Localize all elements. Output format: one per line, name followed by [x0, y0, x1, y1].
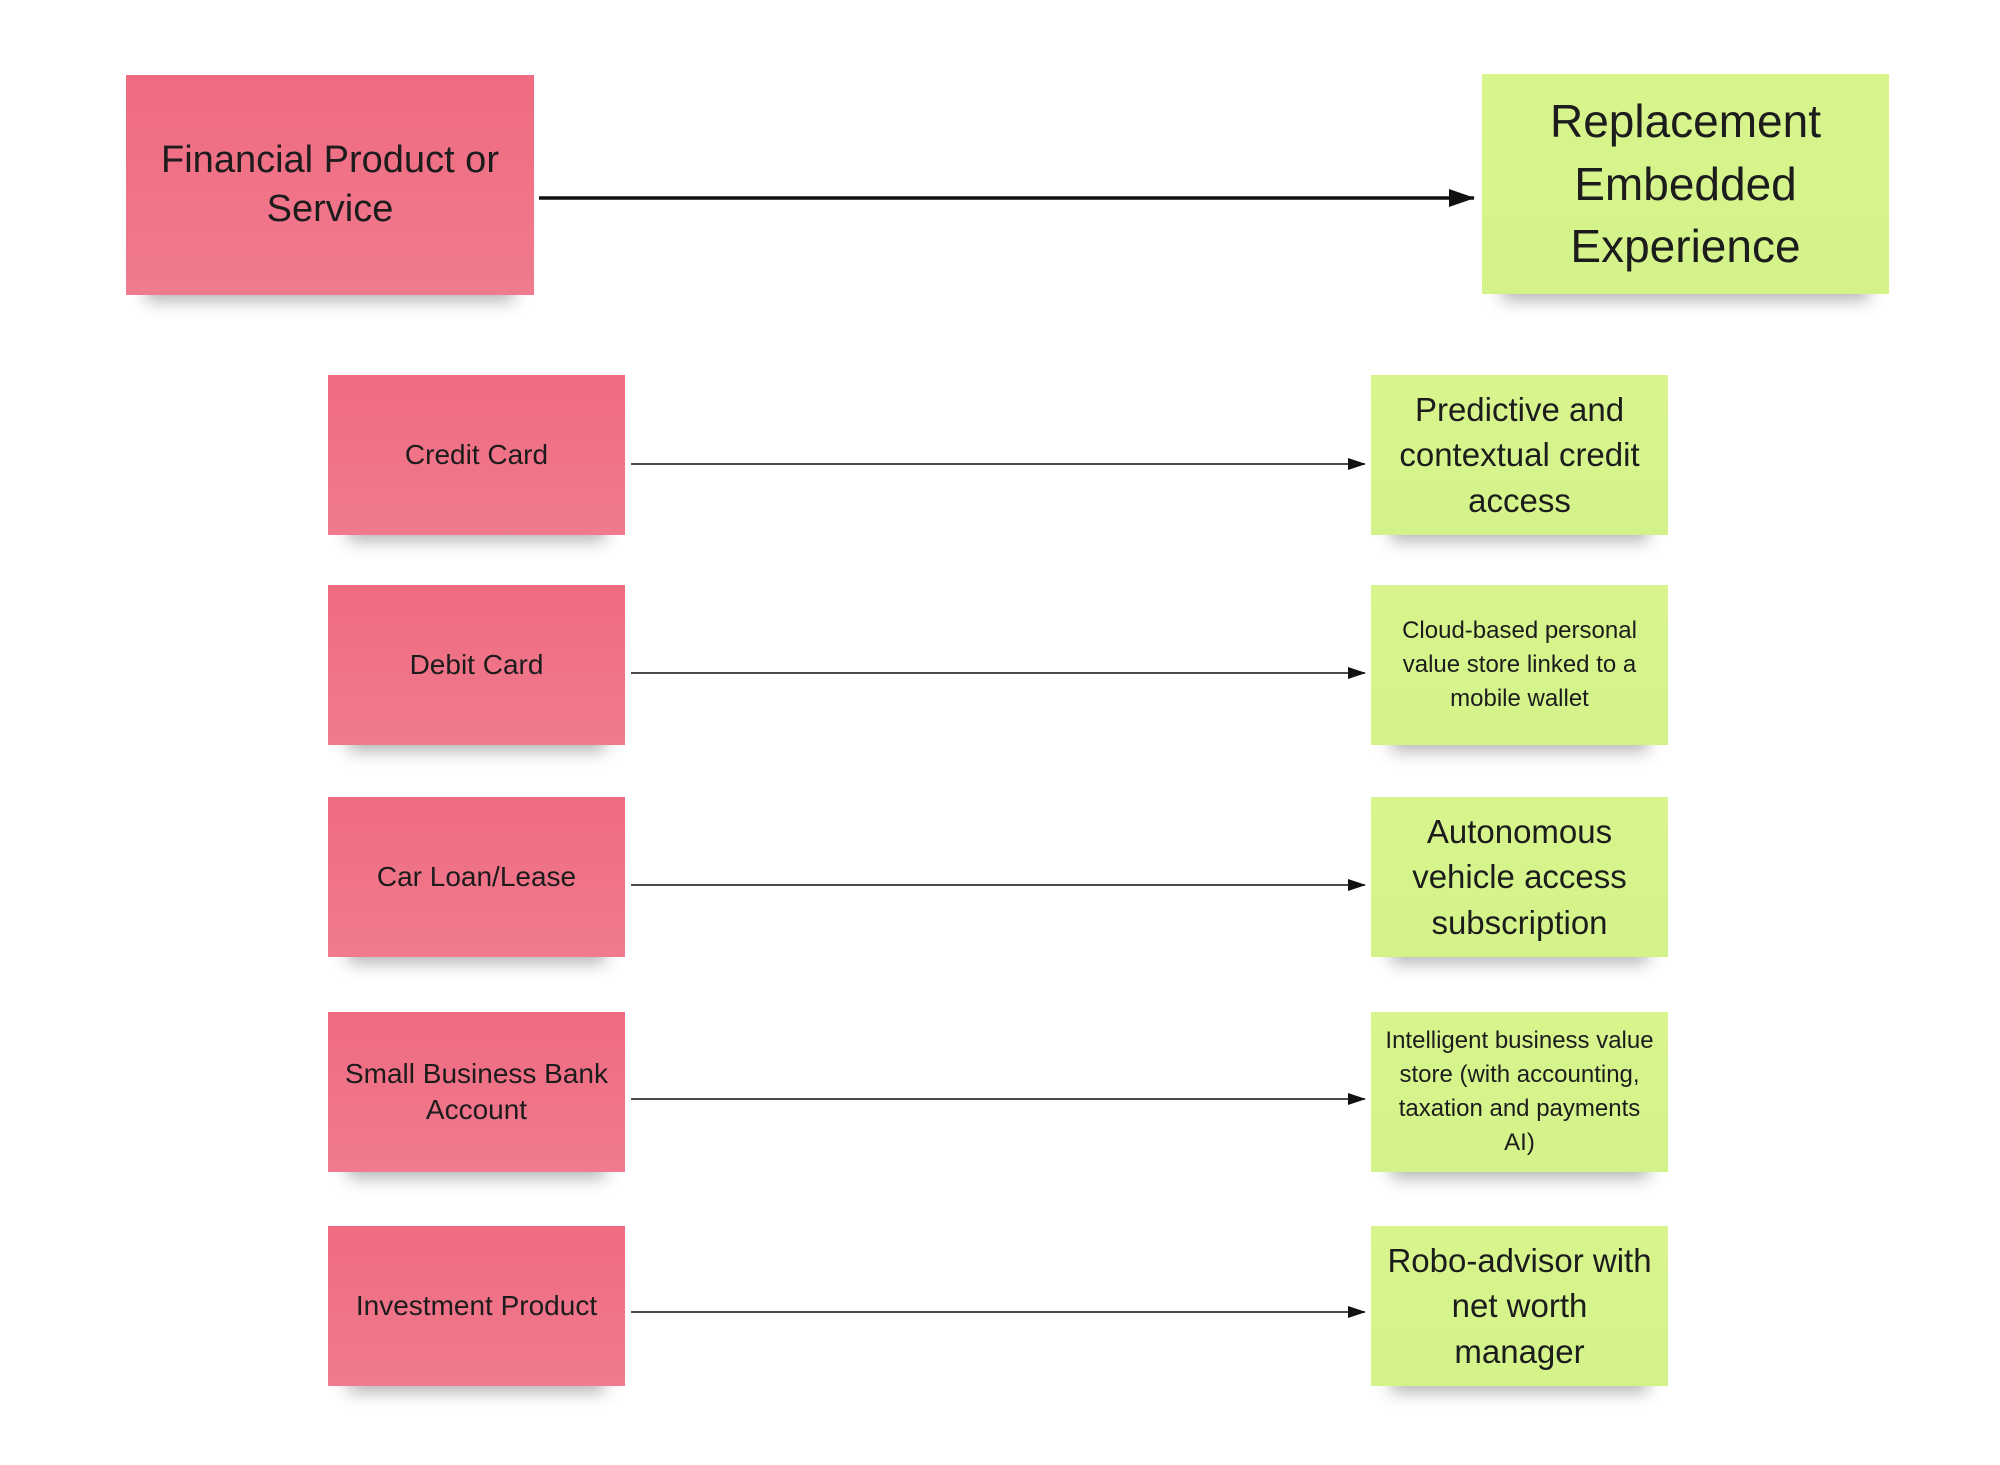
product-note-investment[interactable]: Investment Product — [328, 1226, 625, 1386]
product-label: Small Business Bank Account — [344, 1058, 608, 1125]
product-note-credit-card[interactable]: Credit Card — [328, 375, 625, 535]
replacement-note-car-loan[interactable]: Autonomous vehicle access subscription — [1371, 797, 1668, 957]
product-label: Car Loan/Lease — [376, 861, 577, 893]
product-label: Credit Card — [404, 439, 549, 471]
replacement-label: Intelligent business value store (with a… — [1385, 1026, 1654, 1157]
header-product-label: Financial Product or Service — [161, 139, 499, 230]
product-label: Debit Card — [409, 649, 544, 681]
replacement-note-investment[interactable]: Robo-advisor with net worth manager — [1371, 1226, 1668, 1386]
replacement-label: Cloud-based personal value store linked … — [1402, 616, 1637, 713]
replacement-label: Predictive and contextual credit access — [1399, 390, 1640, 519]
product-note-car-loan[interactable]: Car Loan/Lease — [328, 797, 625, 957]
replacement-note-small-business[interactable]: Intelligent business value store (with a… — [1371, 1012, 1668, 1172]
product-note-small-business[interactable]: Small Business Bank Account — [328, 1012, 625, 1172]
header-product-note[interactable]: Financial Product or Service — [126, 75, 534, 295]
header-replacement-note[interactable]: Replacement Embedded Experience — [1482, 74, 1889, 294]
product-label: Investment Product — [355, 1290, 598, 1322]
replacement-note-credit-card[interactable]: Predictive and contextual credit access — [1371, 375, 1668, 535]
replacement-label: Autonomous vehicle access subscription — [1412, 812, 1627, 941]
replacement-label: Robo-advisor with net worth manager — [1387, 1241, 1652, 1370]
header-replacement-label: Replacement Embedded Experience — [1549, 95, 1822, 273]
replacement-note-debit-card[interactable]: Cloud-based personal value store linked … — [1371, 585, 1668, 745]
product-note-debit-card[interactable]: Debit Card — [328, 585, 625, 745]
